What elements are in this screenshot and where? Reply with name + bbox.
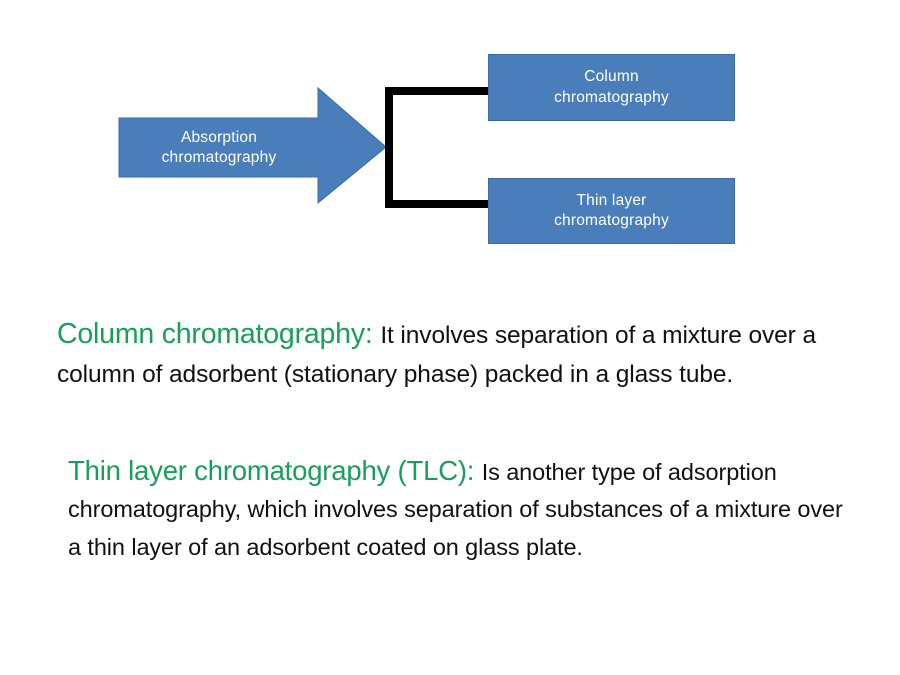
- paragraph-thin-layer-chromatography-heading: Thin layer chromatography (TLC):: [68, 454, 482, 486]
- chromatography-flow-diagram: Absorption chromatography Column chromat…: [0, 0, 900, 270]
- absorption-arrow-shape[interactable]: [118, 86, 387, 205]
- paragraph-thin-layer-chromatography: Thin layer chromatography (TLC): Is anot…: [68, 452, 858, 567]
- box-thin-layer-chromatography[interactable]: Thin layer chromatography: [488, 178, 735, 244]
- bracket-bottom-arm: [385, 200, 491, 208]
- paragraph-thin-layer-chromatography-body: Is another type of adsorption chromatogr…: [68, 458, 843, 560]
- paragraph-column-chromatography-body: It involves separation of a mixture over…: [57, 321, 816, 388]
- paragraph-column-chromatography-heading: Column chromatography:: [57, 317, 381, 350]
- bracket-top-arm: [385, 87, 491, 95]
- bracket-vertical-bar: [385, 87, 393, 208]
- box-thin-layer-chromatography-label: Thin layer chromatography: [554, 191, 669, 229]
- diagram-vector-layer: [118, 86, 491, 208]
- bracket-connector: [385, 87, 491, 208]
- paragraph-column-chromatography: Column chromatography: It involves separ…: [57, 315, 847, 394]
- box-column-chromatography-label: Column chromatography: [554, 68, 669, 106]
- box-column-chromatography[interactable]: Column chromatography: [488, 54, 735, 121]
